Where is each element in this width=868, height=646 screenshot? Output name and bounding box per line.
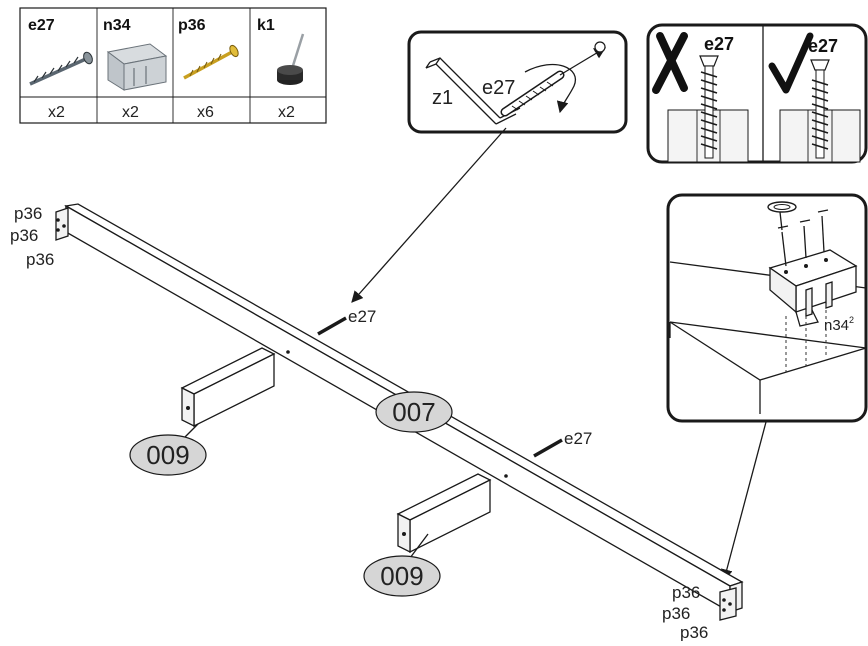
board-surface — [669, 261, 867, 414]
leader-arrows — [351, 127, 767, 582]
right-panel: e27 — [768, 32, 861, 163]
part-qty-p36: x6 — [197, 104, 214, 121]
screw-label-e27-upper: e27 — [348, 307, 376, 326]
tool-label-z1: z1 — [432, 87, 453, 109]
end-left-labels: p36 p36 p36 — [10, 204, 54, 269]
leg-label-009-left: 009 — [146, 440, 189, 470]
end-left-label-3: p36 — [26, 250, 54, 269]
tool-callout: z1 e27 — [407, 30, 628, 134]
part-code-e27: e27 — [28, 17, 55, 34]
right-label-e27: e27 — [808, 36, 838, 56]
wrong-label-e27: e27 — [704, 34, 734, 54]
end-right-labels: p36 p36 p36 — [662, 583, 708, 642]
rail-end-left — [55, 207, 69, 241]
part-qty-n34: x2 — [122, 104, 139, 121]
cross-mark-icon — [652, 32, 688, 94]
part-cell-k1: k1 x2 — [257, 17, 305, 121]
end-right-label-2: p36 — [662, 604, 690, 623]
glide-foot-icon — [277, 33, 305, 85]
leg-label-009-right: 009 — [380, 561, 423, 591]
tool-screw-label-e27: e27 — [482, 77, 515, 99]
screw-label-e27-lower: e27 — [564, 429, 592, 448]
oval-009-right: 009 — [363, 533, 441, 597]
screwdriver-icon — [767, 201, 797, 231]
screw-e27-lower: e27 — [533, 429, 592, 458]
rotation-arrow-icon — [524, 63, 577, 114]
part-qty-k1: x2 — [278, 104, 295, 121]
rail-label-007: 007 — [392, 397, 435, 427]
end-left-label-2: p36 — [10, 226, 38, 245]
end-right-label-1: p36 — [672, 583, 700, 602]
p36-screws-icon — [777, 209, 829, 267]
metal-bracket-icon — [106, 43, 168, 91]
end-left-label-1: p36 — [14, 204, 42, 223]
part-cell-p36: p36 x6 — [178, 17, 239, 121]
leg-009-right — [396, 473, 492, 554]
n34-bracket-icon — [768, 249, 858, 327]
part-cell-e27: e27 x2 — [28, 17, 93, 121]
check-mark-icon — [768, 32, 814, 94]
bracket-label-n34: n342 — [824, 315, 854, 334]
wrong-panel: e27 — [652, 32, 749, 163]
parts-table: e27 x2 n34 x2 p36 — [19, 7, 327, 124]
long-screw-icon — [29, 51, 93, 86]
short-screw-icon — [183, 44, 239, 80]
oval-009-left: 009 — [129, 423, 207, 476]
oval-007: 007 — [375, 391, 453, 433]
check-callout: e27 e27 — [646, 23, 868, 164]
part-qty-e27: x2 — [48, 104, 65, 121]
part-cell-n34: n34 x2 — [103, 17, 168, 121]
leg-009-left — [180, 347, 276, 428]
bracket-callout: n342 — [666, 193, 868, 423]
part-code-k1: k1 — [257, 17, 275, 34]
screw-e27-upper: e27 — [317, 307, 376, 336]
part-code-n34: n34 — [103, 17, 131, 34]
screw-insert-icon — [500, 41, 607, 117]
part-code-p36: p36 — [178, 17, 206, 34]
end-right-label-3: p36 — [680, 623, 708, 641]
rail-end-right — [719, 587, 737, 621]
